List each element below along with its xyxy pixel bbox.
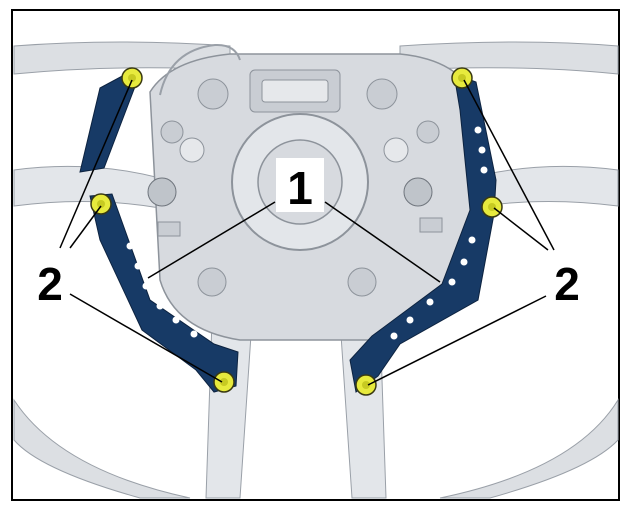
callout-label-2-left: 2: [37, 258, 63, 310]
leader-2-left-b: [69, 205, 102, 249]
bolt-icon: [355, 374, 377, 396]
bolt-icon: [121, 67, 143, 89]
hub-connector-inner: [261, 79, 329, 103]
hub-boss: [197, 78, 229, 110]
leader-lines: [59, 79, 555, 386]
hub-boss: [416, 120, 440, 144]
hub-wire: [159, 43, 241, 96]
rim-lower-right: [439, 398, 619, 499]
hub-tab: [157, 221, 181, 237]
leader-1-left: [147, 201, 276, 279]
bolt-icon: [90, 193, 112, 215]
hub-boss: [366, 78, 398, 110]
rim-lower-left: [13, 398, 191, 499]
hub-boss: [383, 137, 409, 163]
hub-boss: [179, 137, 205, 163]
callout-1-background: [276, 158, 324, 212]
bracket-holes: [126, 126, 488, 340]
hub-tab: [419, 217, 443, 233]
leader-2-right-b: [493, 207, 549, 251]
spoke-right: [469, 165, 619, 209]
hub-boss: [197, 267, 227, 297]
bolt-icon: [481, 196, 503, 218]
callout-label-1: 1: [287, 162, 313, 214]
leader-2-right-c: [367, 295, 547, 386]
leader-2-left-a: [59, 79, 133, 249]
bolt-icon: [451, 67, 473, 89]
leader-1-right: [324, 201, 441, 283]
hub-boss: [347, 267, 377, 297]
spoke-left: [13, 165, 161, 209]
bolts: [90, 67, 503, 396]
callout-label-2-right: 2: [554, 258, 580, 310]
leader-2-right-a: [463, 79, 555, 251]
leader-2-left-c: [69, 293, 223, 383]
bolt-icon: [213, 371, 235, 393]
hub-boss: [160, 120, 184, 144]
hub-socket: [403, 177, 433, 207]
diagram-frame: [11, 9, 620, 501]
hub-socket: [147, 177, 177, 207]
bracket-icon: [79, 73, 497, 393]
